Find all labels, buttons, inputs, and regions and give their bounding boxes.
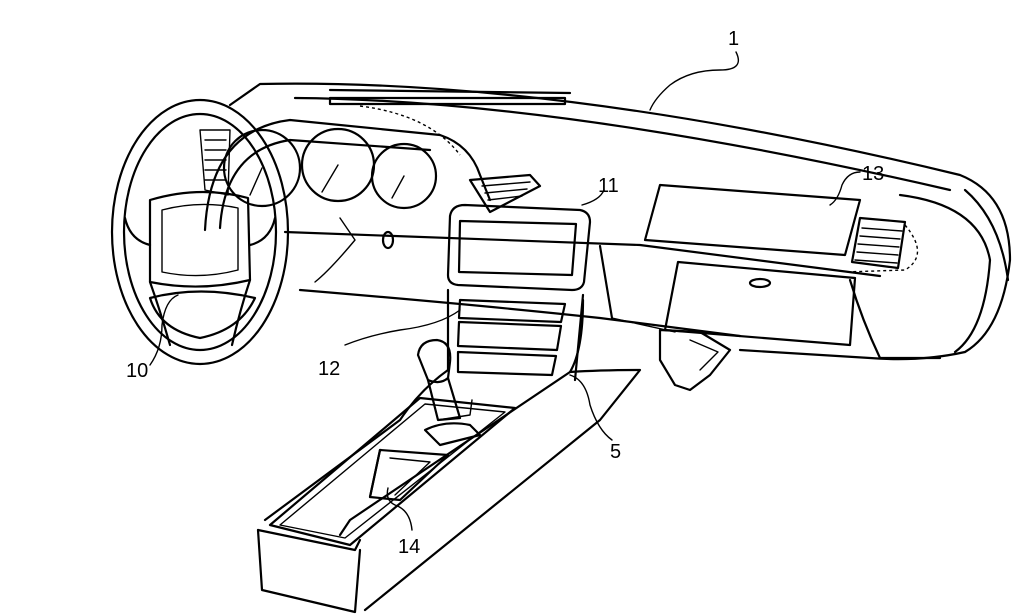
storage-bin [368, 448, 450, 502]
steering-wheel [110, 98, 290, 366]
label-12: 12 [318, 358, 340, 380]
instrument-cluster [199, 118, 542, 283]
label-13: 13 [862, 163, 884, 185]
reference-numerals: 1 11 13 10 12 5 14 [126, 28, 884, 558]
label-10: 10 [126, 360, 148, 382]
center-console [256, 298, 642, 614]
leader-lines [149, 51, 861, 531]
console-panel [446, 288, 585, 382]
label-1: 1 [728, 28, 739, 50]
label-5: 5 [610, 441, 621, 463]
display-screen [446, 203, 592, 292]
dashboard [228, 82, 1012, 361]
floor-block [658, 328, 732, 392]
glovebox-panel [643, 183, 942, 360]
label-14: 14 [398, 536, 420, 558]
label-11: 11 [598, 175, 619, 197]
